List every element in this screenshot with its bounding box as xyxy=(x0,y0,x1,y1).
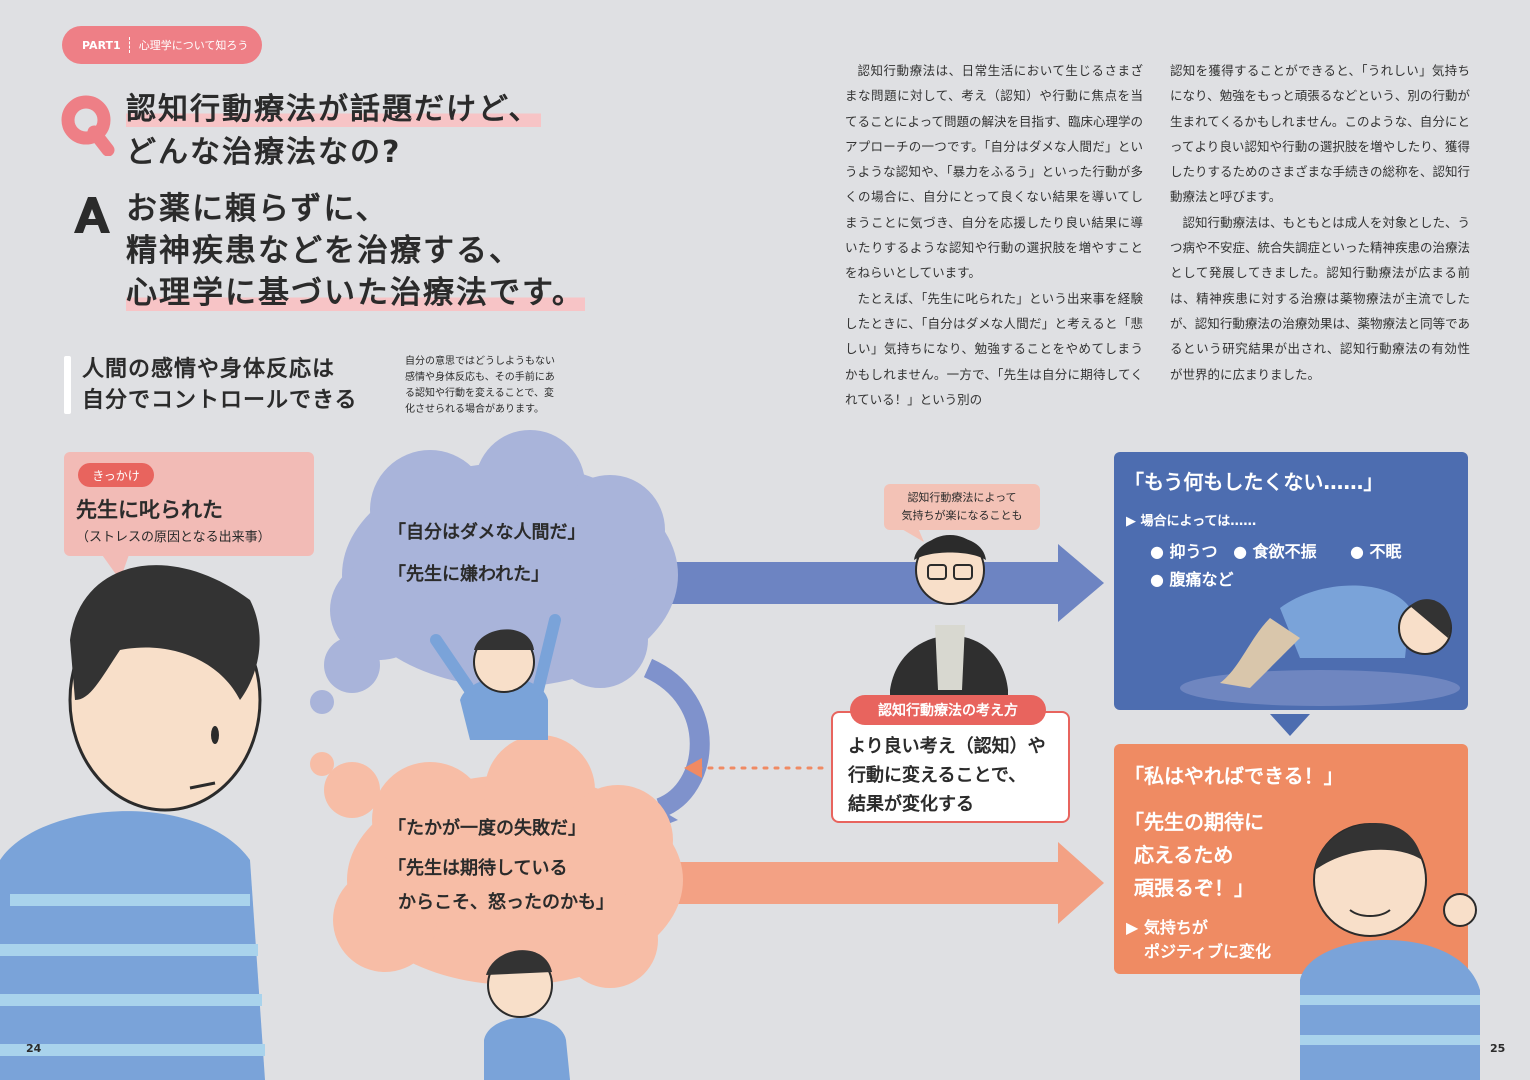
body-paragraph: 認知行動療法は、日常生活において生じるさまざまな問題に対して、考え（認知）や行動… xyxy=(845,63,1144,281)
answer-line-2: 精神疾患などを治療する、 xyxy=(126,233,522,269)
trigger-event: 先生に叱られた xyxy=(76,498,223,522)
symptom-item: ● 不眠 xyxy=(1350,542,1402,561)
panicked-boy-illustration xyxy=(430,614,561,740)
body-column-2: 認知を獲得することができると、「うれしい」気持ちになり、勉強をもっと頑張るなどと… xyxy=(1170,58,1470,387)
symptom-item: ● 抑うつ xyxy=(1150,542,1218,561)
cbt-concept-box xyxy=(831,711,1070,823)
case-label: 場合によっては…… xyxy=(1140,514,1257,529)
positive-thought-line: からこそ、怒ったのかも」 xyxy=(398,892,614,913)
positive-result-quote-1: 「私はやればできる！」 xyxy=(1124,764,1344,788)
happy-boy-illustration xyxy=(1300,822,1480,1080)
a-mark-icon xyxy=(74,197,110,233)
answer-line-1: お薬に頼らずに、 xyxy=(126,191,389,227)
blue-arrow xyxy=(640,544,1104,622)
positive-thought-line: 「先生は期待している xyxy=(388,858,568,879)
subnote-line: 自分の意思ではどうしようもない xyxy=(405,356,555,367)
subnote-line: る認知や行動を変えることで、変 xyxy=(405,388,554,399)
symptom-item: ● 腹痛など xyxy=(1150,570,1234,589)
note-line: 気持ちが xyxy=(1143,918,1208,937)
quote-line: 応えるため xyxy=(1134,843,1234,867)
subnote-line: 化させられる場合があります。 xyxy=(405,404,544,415)
page-number-left: 24 xyxy=(26,1042,42,1055)
cbt-note-line: 認知行動療法によって xyxy=(907,491,1017,504)
symptom-item: ● 食欲不振 xyxy=(1233,542,1317,561)
body-paragraph: 認知を獲得することができると、「うれしい」気持ちになり、勉強をもっと頑張るなどと… xyxy=(1170,63,1471,205)
page-number-right: 25 xyxy=(1490,1042,1506,1055)
trigger-tag: きっかけ xyxy=(78,463,154,487)
subheading: 人間の感情や身体反応は 自分でコントロールできる xyxy=(82,354,358,416)
symptom-list: ● 抑うつ ● 食欲不振 ● 腹痛など xyxy=(1150,538,1350,594)
orange-arrow xyxy=(640,842,1104,924)
positive-thought-line: 「たかが一度の失敗だ」 xyxy=(388,818,586,839)
cbt-concept-text: より良い考え（認知）や 行動に変えることで、 結果が変化する xyxy=(848,732,1046,819)
answer-line-3: 心理学に基づいた治療法です。 xyxy=(126,275,585,311)
cbt-concept-tag: 認知行動療法の考え方 xyxy=(850,695,1046,725)
q-mark-icon xyxy=(61,95,115,156)
question-line-2: どんな治療法なの? xyxy=(126,135,402,170)
boy-illustration xyxy=(0,565,265,1080)
subheading-line-1: 人間の感情や身体反応は xyxy=(82,357,336,382)
note-line: ポジティブに変化 xyxy=(1144,942,1272,961)
negative-thought-line: 「自分はダメな人間だ」 xyxy=(388,522,586,543)
body-paragraph: たとえば、「先生に叱られた」という出来事を経験したときに、「自分はダメな人間だ」… xyxy=(845,290,1143,407)
subheading-note: 自分の意思ではどうしようもない 感情や身体反応も、その手前にあ る認知や行動を変… xyxy=(405,354,585,418)
cbt-concept-line: 結果が変化する xyxy=(848,794,974,815)
question-title: 認知行動療法が話題だけど、 どんな治療法なの? xyxy=(126,88,541,174)
question-line-1: 認知行動療法が話題だけど、 xyxy=(126,92,541,127)
depressed-figure-illustration xyxy=(1180,585,1460,706)
positive-thought-cloud xyxy=(310,735,683,988)
positive-result-note: ▶ 気持ちが ポジティブに変化 xyxy=(1126,916,1271,964)
divider xyxy=(128,37,131,53)
trigger-caption: （ストレスの原因となる出来事） xyxy=(76,530,271,545)
quote-line: 「先生の期待に xyxy=(1124,810,1264,834)
part-number: PART1 xyxy=(82,38,121,52)
quote-line: 頑張るぞ！」 xyxy=(1134,876,1254,900)
negative-thought-text: 「自分はダメな人間だ」 「先生に嫌われた」 xyxy=(388,512,585,596)
positive-result-quote-2: 「先生の期待に 応えるため 頑張るぞ！」 xyxy=(1124,806,1264,905)
play-icon: ▶ xyxy=(1126,514,1136,529)
subnote-line: 感情や身体反応も、その手前にあ xyxy=(405,372,555,383)
body-paragraph: 認知行動療法は、もともとは成人を対象とした、うつ病や不安症、統合失調症といった精… xyxy=(1170,214,1471,382)
therapist-illustration xyxy=(890,535,1008,700)
cbt-note: 認知行動療法によって 気持ちが楽になることも xyxy=(884,484,1040,530)
thinking-boy-illustration xyxy=(484,950,570,1080)
answer-title: お薬に頼らずに、 精神疾患などを治療する、 心理学に基づいた治療法です。 xyxy=(126,188,585,314)
subheading-bar xyxy=(64,356,71,414)
cbt-concept-line: 行動に変えることで、 xyxy=(848,765,1027,786)
body-column-1: 認知行動療法は、日常生活において生じるさまざまな問題に対して、考え（認知）や行動… xyxy=(845,58,1143,412)
negative-thought-cloud xyxy=(310,430,678,714)
negative-result-box xyxy=(1114,452,1468,710)
negative-thought-line: 「先生に嫌われた」 xyxy=(388,564,550,585)
part-label: PART1 心理学について知ろう xyxy=(62,26,262,64)
section-title: 心理学について知ろう xyxy=(138,39,249,52)
cbt-note-line: 気持ちが楽になることも xyxy=(901,509,1023,522)
subheading-line-2: 自分でコントロールできる xyxy=(82,388,358,413)
negative-result-quote: 「もう何もしたくない……」 xyxy=(1124,470,1384,494)
positive-thought-text: 「たかが一度の失敗だ」 「先生は期待している からこそ、怒ったのかも」 xyxy=(388,812,614,920)
play-icon: ▶ xyxy=(1126,918,1144,937)
cbt-concept-line: より良い考え（認知）や xyxy=(848,736,1046,757)
negative-result-case: ▶ 場合によっては…… xyxy=(1126,510,1256,529)
